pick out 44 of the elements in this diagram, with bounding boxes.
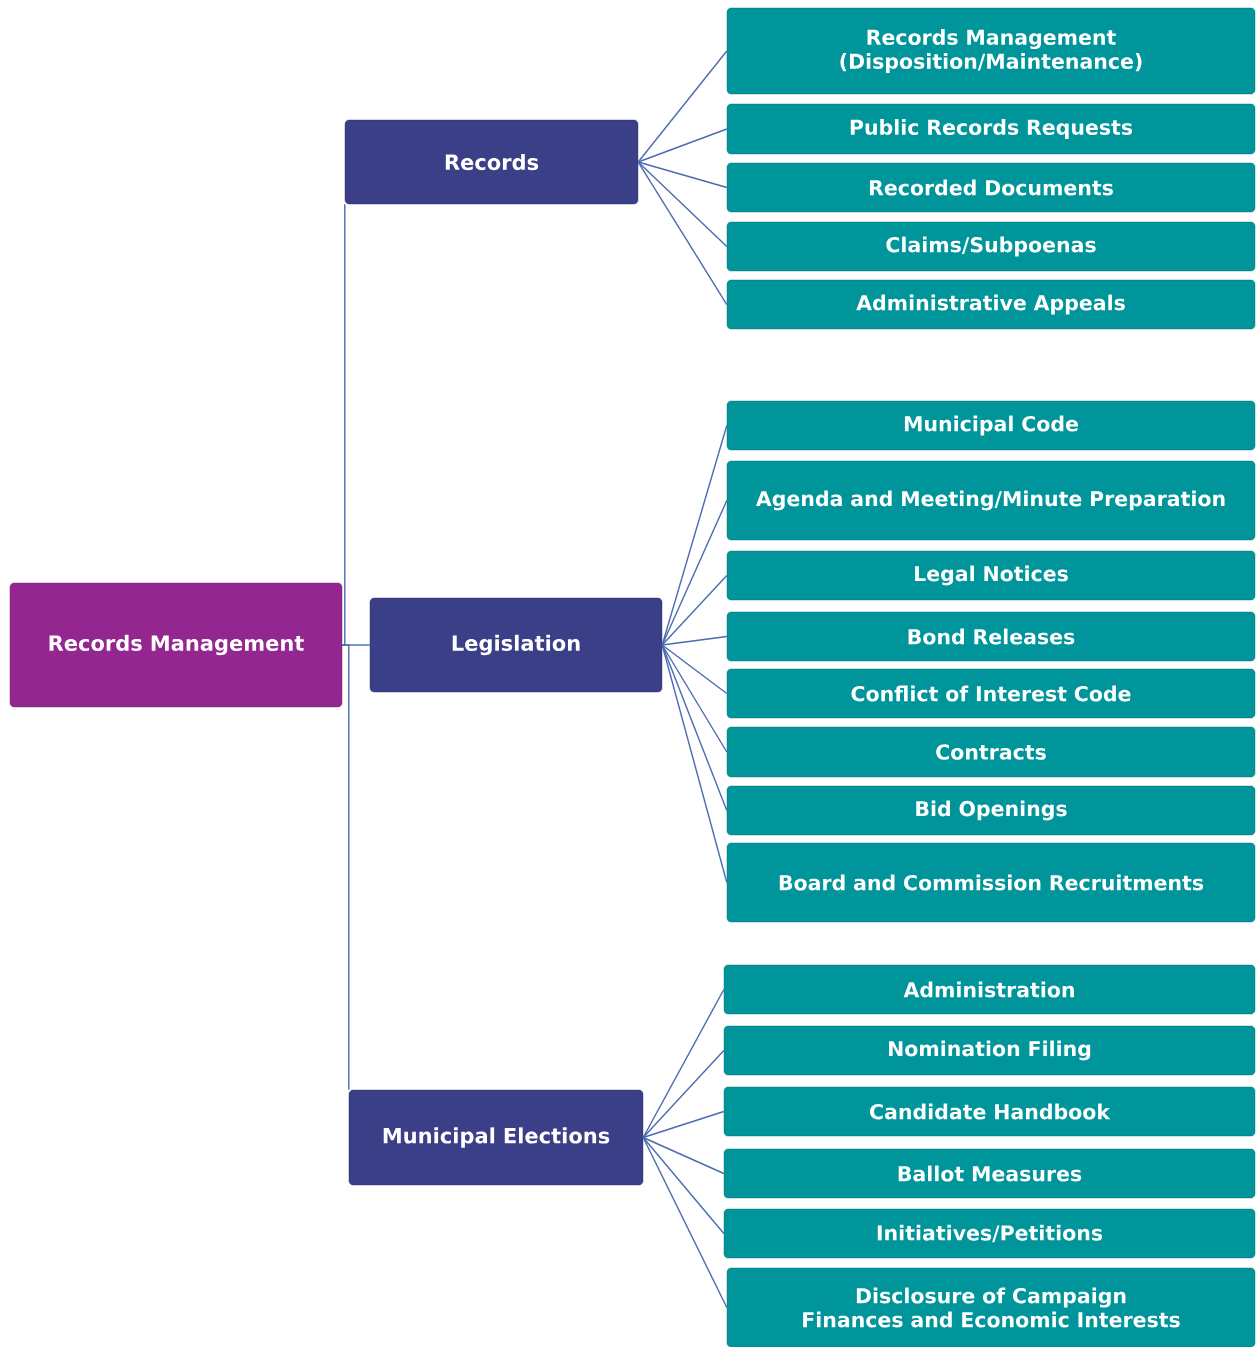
task-box: Nomination Filing — [723, 1025, 1256, 1076]
connector-line — [341, 203, 346, 646]
connector-line — [661, 574, 728, 646]
connector-line — [642, 1136, 725, 1175]
task-box: Conflict of Interest Code — [726, 668, 1256, 719]
task-box: Contracts — [726, 726, 1256, 778]
connector-line — [637, 128, 728, 163]
connector-line — [661, 635, 728, 646]
task-box: Disclosure of Campaign Finances and Economic Interests — [726, 1267, 1256, 1347]
task-box: Initiatives/Petitions — [723, 1208, 1256, 1259]
connector-line — [637, 161, 728, 189]
task-box: Bid Openings — [726, 785, 1256, 836]
task-box: Administration — [723, 964, 1256, 1015]
task-box: Board and Commission Recruitments — [726, 842, 1256, 923]
connector-line — [661, 644, 728, 812]
connector-line — [661, 499, 728, 646]
root-box: Records Management — [9, 582, 343, 708]
category-box: Municipal Elections — [348, 1089, 644, 1186]
connector-line — [341, 644, 350, 1091]
connector-line — [661, 644, 728, 695]
task-box: Candidate Handbook — [723, 1086, 1256, 1137]
connector-line — [642, 1110, 725, 1139]
category-box: Records — [344, 119, 639, 205]
connector-line — [642, 1136, 728, 1309]
task-box: Ballot Measures — [723, 1148, 1256, 1199]
task-box: Claims/Subpoenas — [726, 221, 1256, 272]
task-box: Agenda and Meeting/Minute Preparation — [726, 460, 1256, 541]
category-box: Legislation — [369, 597, 663, 693]
task-box: Municipal Code — [726, 400, 1256, 451]
connector-line — [642, 1049, 725, 1139]
connector-line — [637, 50, 728, 163]
task-box: Records Management (Disposition/Maintenance) — [726, 7, 1256, 95]
connector-line — [642, 988, 725, 1139]
task-box: Recorded Documents — [726, 162, 1256, 213]
connector-line — [661, 644, 728, 884]
connector-line — [642, 1136, 725, 1235]
connector-line — [661, 644, 728, 753]
connector-line — [661, 424, 728, 646]
task-box: Bond Releases — [726, 611, 1256, 662]
task-box: Legal Notices — [726, 550, 1256, 601]
task-box: Public Records Requests — [726, 103, 1256, 155]
connector-line — [637, 161, 728, 248]
connector-line — [637, 161, 728, 306]
task-box: Administrative Appeals — [726, 279, 1256, 330]
